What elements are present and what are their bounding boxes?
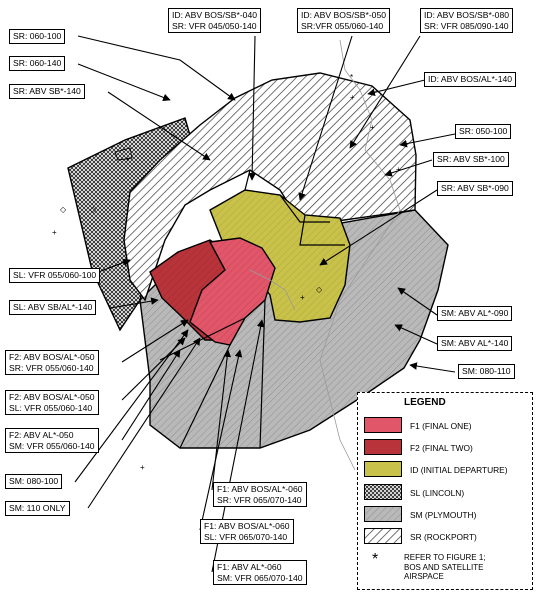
label-sm-080-110: SM: 080-110 <box>458 364 515 379</box>
coastline <box>249 39 401 471</box>
legend-note-line: BOS AND SATELLITE <box>404 562 484 572</box>
leader-lines <box>74 35 461 573</box>
label-line: F1: ABV BOS/AL*-060 <box>217 484 303 494</box>
label-sr-abv-sb-100: SR: ABV SB*-100 <box>433 152 509 167</box>
map-symbols: + ◇ + ◇ * + + ◇ + + + <box>52 73 401 472</box>
label-line: SM: 110 ONLY <box>9 503 66 513</box>
label-sl-abv-sbal-140: SL: ABV SB/AL*-140 <box>9 300 97 315</box>
label-line: SR: VFR 045/050-140 <box>172 20 257 31</box>
label-sm-110-only: SM: 110 ONLY <box>5 501 70 516</box>
label-line: SM: 080-100 <box>9 476 59 486</box>
legend-note: REFER TO FIGURE 1; BOS AND SATELLITE AIR… <box>404 553 486 582</box>
legend-label-sl: SL (LINCOLN) <box>410 488 465 498</box>
svg-text:+: + <box>52 228 57 237</box>
label-line: SR: ABV SB*-140 <box>13 86 81 96</box>
label-line: SR: 050-100 <box>459 126 508 136</box>
label-sr-060-100: SR: 060-100 <box>9 29 66 44</box>
label-line: F1: ABV AL*-060 <box>217 562 282 572</box>
label-line: SL: VFR 065/070-140 <box>204 531 288 542</box>
label-sr-abv-sb-090: SR: ABV SB*-090 <box>437 181 513 196</box>
label-line: SR: VFR 055/060-140 <box>9 362 94 373</box>
legend-swatch-f2 <box>364 439 402 455</box>
svg-text:+: + <box>370 123 375 132</box>
label-line: ID: ABV BOS/SB*-050 <box>301 10 387 20</box>
label-sr-060-140: SR: 060-140 <box>9 56 66 71</box>
small-lake <box>114 147 133 161</box>
label-line: F2: ABV BOS/AL*-050 <box>9 392 95 402</box>
legend-swatch-f1 <box>364 417 402 433</box>
label-line: F2: ABV BOS/AL*-050 <box>9 352 95 362</box>
legend-asterisk-icon: * <box>372 551 379 568</box>
legend-title: LEGEND <box>404 397 446 408</box>
label-sr-abv-sb-140: SR: ABV SB*-140 <box>9 84 85 99</box>
label-line: SL: VFR 055/060-100 <box>13 270 97 280</box>
label-line: ID: ABV BOS/SB*-040 <box>172 10 258 20</box>
legend-label-f2: F2 (FINAL TWO) <box>410 443 473 453</box>
label-sl-vfr-055-100: SL: VFR 055/060-100 <box>9 268 101 283</box>
label-line: SR: 060-100 <box>13 31 62 41</box>
label-line: SR: 060-140 <box>13 58 62 68</box>
label-line: SR: ABV SB*-100 <box>437 154 505 164</box>
label-sm-abv-al-140: SM: ABV AL*-140 <box>437 336 513 351</box>
label-sm-080-100: SM: 080-100 <box>5 474 63 489</box>
legend-label-sm: SM (PLYMOUTH) <box>410 510 477 520</box>
legend-swatch-sr <box>364 528 402 544</box>
legend-label-sr: SR (ROCKPORT) <box>410 532 477 542</box>
label-line: SR: VFR 065/070-140 <box>217 494 302 505</box>
label-line: SR:VFR 055/060-140 <box>301 20 384 31</box>
svg-text:+: + <box>350 93 355 102</box>
svg-text:◇: ◇ <box>90 205 97 214</box>
svg-text:*: * <box>350 73 353 82</box>
label-line: F2: ABV AL*-050 <box>9 430 74 440</box>
legend-label-id: ID (INITIAL DEPARTURE) <box>410 465 508 475</box>
label-line: SM: ABV AL*-090 <box>441 308 509 318</box>
label-line: SL: VFR 055/060-140 <box>9 402 93 413</box>
f1-final-one-area <box>189 237 276 346</box>
legend-note-line: REFER TO FIGURE 1; <box>404 553 486 562</box>
label-sm-abv-al-090: SM: ABV AL*-090 <box>437 306 513 321</box>
label-line: SM: VFR 055/060-140 <box>9 440 95 451</box>
label-line: ID: ABV BOS/AL*-140 <box>428 74 513 84</box>
legend-swatch-sl <box>364 484 402 500</box>
label-id-bos-al-140: ID: ABV BOS/AL*-140 <box>424 72 517 87</box>
label-sr-050-100: SR: 050-100 <box>455 124 512 139</box>
label-line: SR: ABV SB*-090 <box>441 183 509 193</box>
legend-note-line: AIRSPACE <box>404 572 444 582</box>
svg-text:+: + <box>300 293 305 302</box>
svg-text:◇: ◇ <box>316 285 323 294</box>
svg-text:+: + <box>140 463 145 472</box>
label-line: F1: ABV BOS/AL*-060 <box>204 521 290 531</box>
legend: LEGEND F1 (FINAL ONE) F2 (FINAL TWO) ID … <box>357 392 533 590</box>
svg-text:+: + <box>396 165 401 174</box>
legend-swatch-sm <box>364 506 402 522</box>
label-line: SR: VFR 085/090-140 <box>424 20 509 31</box>
label-line: SL: ABV SB/AL*-140 <box>13 302 93 312</box>
svg-text:◇: ◇ <box>60 205 67 214</box>
legend-label-f1: F1 (FINAL ONE) <box>410 421 472 431</box>
svg-text:+: + <box>125 155 130 164</box>
label-line: SM: VFR 065/070-140 <box>217 572 303 583</box>
legend-swatch-id <box>364 461 402 477</box>
label-line: SM: ABV AL*-140 <box>441 338 509 348</box>
label-line: ID: ABV BOS/SB*-080 <box>424 10 510 20</box>
label-line: SM: 080-110 <box>462 366 511 376</box>
